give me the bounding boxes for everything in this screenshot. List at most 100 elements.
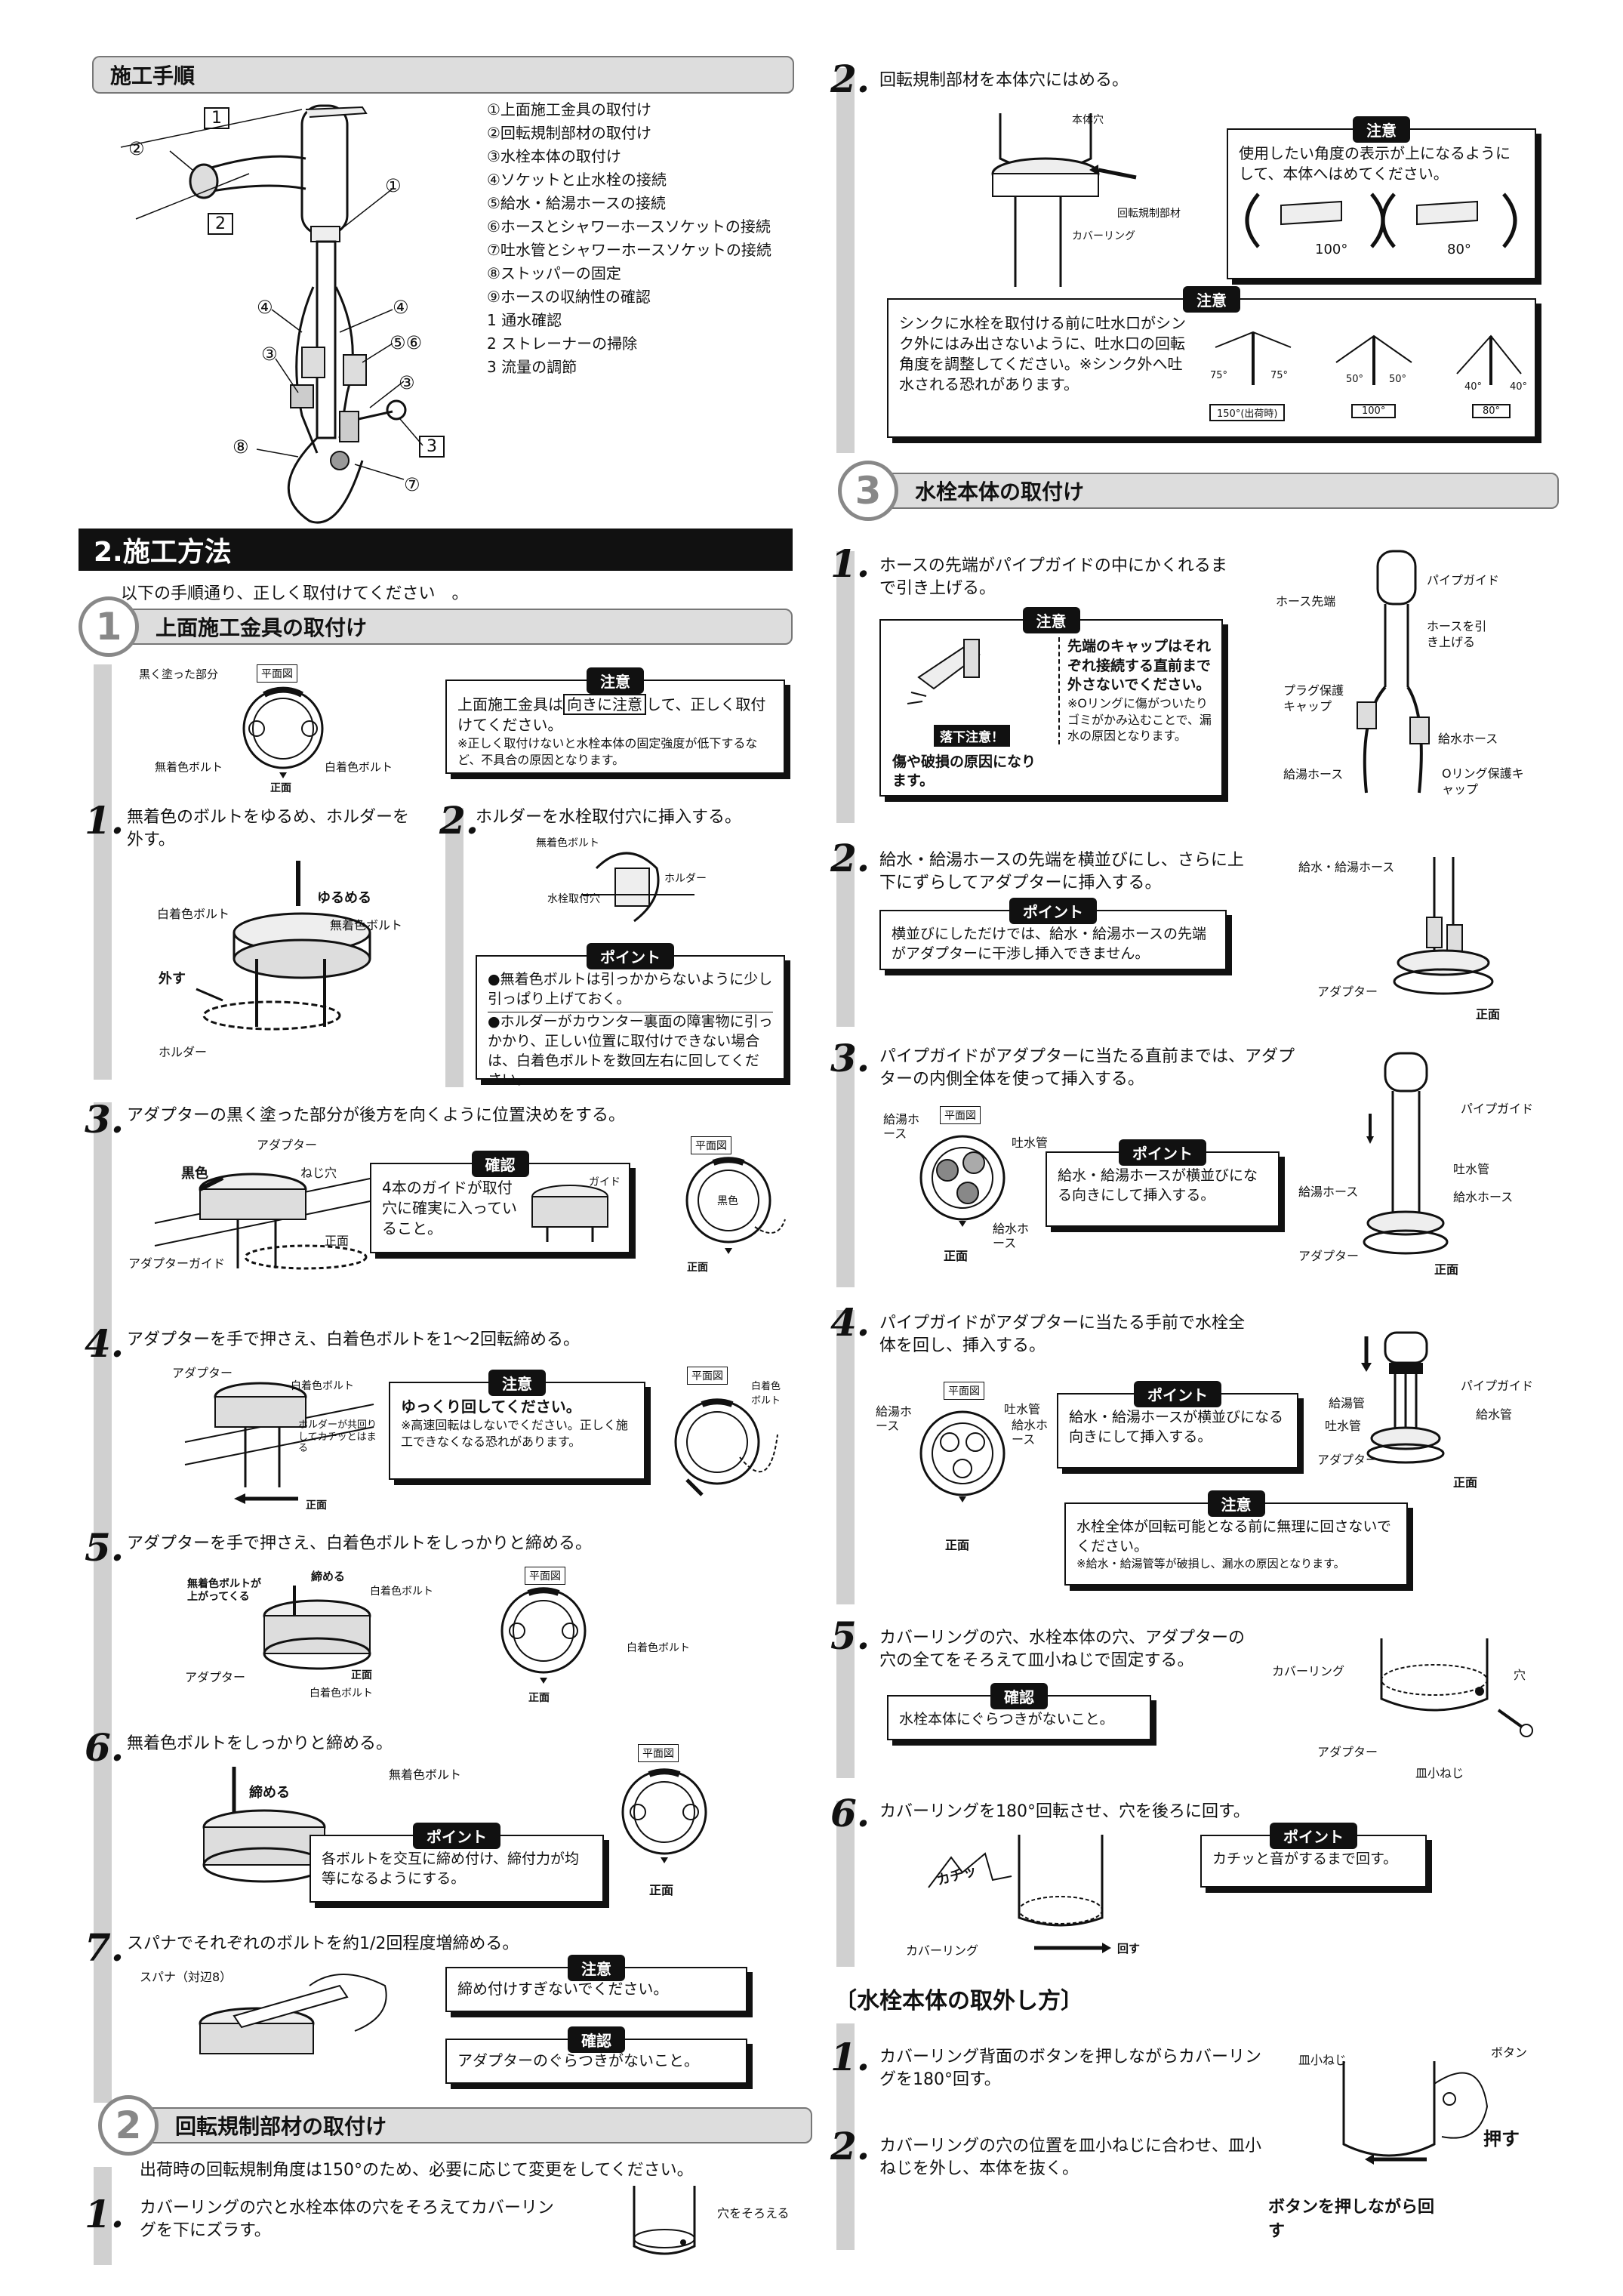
part2-number-icon: 2 [98,2095,159,2156]
holder-label: ホルダー [159,1045,208,1059]
spanner-illustration [199,1974,387,2054]
step-text: アダプターを手で押さえ、白着色ボルトを1～2回転締める。 [127,1330,580,1349]
step-text: アダプターの黒く塗った部分が後方を向くように位置決めをする。 [127,1106,626,1125]
white-bolt-label: 白着色ボルト [627,1642,690,1654]
angle-label: 40° [1510,381,1528,393]
hot-hose-label: 給湯ホース [1298,1185,1359,1199]
step-number: 1. [830,2035,870,2079]
caution-box: 注意 水栓全体が回転可能となる前に無理に回さないでください。 ※給水・給湯管等が… [1064,1490,1408,1586]
adapter-label: アダプター [172,1366,233,1380]
white-bolt-label: 白着色ボルト [370,1586,433,1598]
mount-hole-label: 水栓取付穴 [547,893,600,905]
point-tag: ポイント [413,1823,500,1849]
step-side-bar [836,1801,855,1967]
part1-side-bar [94,664,112,1080]
adapter-guide-label: アダプターガイド [128,1256,226,1271]
turn-label: 回す [1117,1942,1141,1955]
drop-warning-illustration [907,639,981,704]
hot-hose-label: 給湯ホース [883,1112,920,1142]
hose-pull-illustration [1357,550,1430,794]
point-box: ポイント 横並びにしただけでは、給水・給湯ホースの先端がアダプターに干渉し挿入で… [879,898,1227,970]
overview-step: ③水栓本体の取付け [487,147,621,165]
holder-label: ホルダー [664,873,707,885]
spout-angle-diagrams [1215,331,1522,385]
bolt-turn-plan-illustration [674,1398,778,1496]
black-part-label: 黒く塗った部分 [139,667,219,681]
plain-bolt-plan-illustration [621,1768,707,1863]
screw-hole-label: ねじ穴 [300,1166,337,1180]
check-box: 確認 水栓本体にぐらつきがないこと。 [887,1683,1151,1740]
step-side-bar [836,2023,855,2250]
holder-removal-illustration [196,861,371,1031]
plan-label: 平面図 [525,1567,565,1585]
check-tag: 確認 [471,1151,529,1177]
callout-3a: ③ [261,344,278,365]
point-box: ポイント ●無着色ボルトは引っかからないように少し引っぱり上げておく。 ●ホルダ… [476,943,785,1088]
step-side-bar [836,68,855,453]
angle-marking-illustration [1245,193,1517,248]
white-bolt-label: 白着色ボルト [310,1687,373,1700]
angle-tag: 150°(出荷時) [1209,404,1286,421]
overview-step: ⑦吐水管とシャワーホースソケットの接続 [487,241,771,259]
hole-label: 穴 [1514,1668,1526,1682]
part1-title: 上面施工金具の取付け [116,609,793,645]
part2-intro: 出荷時の回転規制角度は150°のため、必要に応じて変更をしてください。 [140,2161,694,2180]
rotate-insert-illustration [1361,1331,1445,1464]
callout-7: ⑦ [404,474,420,495]
angle-100-label: 100° [1315,242,1348,257]
spanner-label: スパナ（対辺8） [140,1970,233,1984]
white-bolt-label: 白着色ボルト [157,907,230,921]
remove-label: 外す [159,971,186,987]
step-side-bar [836,1623,855,1778]
front-label: 正面 [1434,1262,1459,1277]
callout-3-box: 3 [419,436,445,458]
plain-bolt-label: 無着色ボルト [536,837,599,849]
holder-insert-illustration [581,852,694,923]
overview-step: ④ソケットと止水栓の接続 [487,171,667,189]
white-bolt-label: 白着色ボルト [325,760,393,774]
front-label: 正面 [1476,1007,1501,1022]
front-label: 正面 [945,1538,970,1552]
angle-tag: 100° [1351,404,1397,418]
step-number: 7. [85,1925,125,1970]
callout-3b: ③ [399,372,415,393]
hose-adapter-insert-illustration [1393,857,1494,995]
angle-label: 75° [1210,370,1228,381]
point-tag: ポイント [1009,898,1097,924]
tighten-label: 締める [249,1785,290,1801]
supply-hose-label: 給水ホース [1012,1418,1049,1447]
adapter-label: アダプター [257,1138,318,1152]
step-text: パイプガイドがアダプターに当たる手前で水栓全体を回し、挿入する。 [879,1314,1246,1355]
hot-hose-label: 給湯ホース [1283,767,1344,781]
part2-header: 2 回転規制部材の取付け [98,2095,812,2156]
rotation-stopper-insert-illustration [991,113,1137,287]
caution-box: 注意 先端のキャップはそれぞれ接続する直前まで外さないでください。 ※Oリングに… [879,607,1223,797]
plan-label: 平面図 [940,1106,981,1124]
plain-bolt-label: 無着色ボルト [330,918,403,932]
supply-hose-label: 給水ホース [1453,1190,1514,1204]
overview-step: 1 通水確認 [487,311,562,329]
step-number: 5. [830,1613,870,1658]
angle-tag: 80° [1472,404,1511,418]
step-text: ホースの先端がパイプガイドの中にかくれるまで引き上げる。 [879,556,1227,598]
white-bolt-label: 白着色ボルト [751,1381,781,1407]
step-side-bar [836,551,855,823]
flat-screw-label: 皿小ねじ [1298,2053,1347,2067]
adapter-label: アダプター [1298,1249,1360,1263]
pipe-guide-label: パイプガイド [1427,573,1500,587]
point-tag: ポイント [587,943,674,969]
angle-label: 75° [1270,370,1289,381]
caution-tag: 注意 [1022,607,1080,633]
step-number: 6. [830,1791,870,1835]
front-label: 正面 [649,1883,674,1897]
overview-step: ⑥ホースとシャワーホースソケットの接続 [487,217,771,236]
part1-header: 1 上面施工金具の取付け [79,596,793,657]
step-side-bar [836,1310,855,1604]
pull-up-label: ホースを引き上げる [1427,619,1487,649]
part3-title: 水栓本体の取付け [876,473,1559,509]
part3-header: 3 水栓本体の取付け [838,461,1559,521]
flat-screw-label: 皿小ねじ [1415,1766,1464,1780]
removal-illustration [1342,2061,1489,2165]
plan-label: 平面図 [944,1382,984,1400]
caution-tag: 注意 [1207,1490,1265,1517]
